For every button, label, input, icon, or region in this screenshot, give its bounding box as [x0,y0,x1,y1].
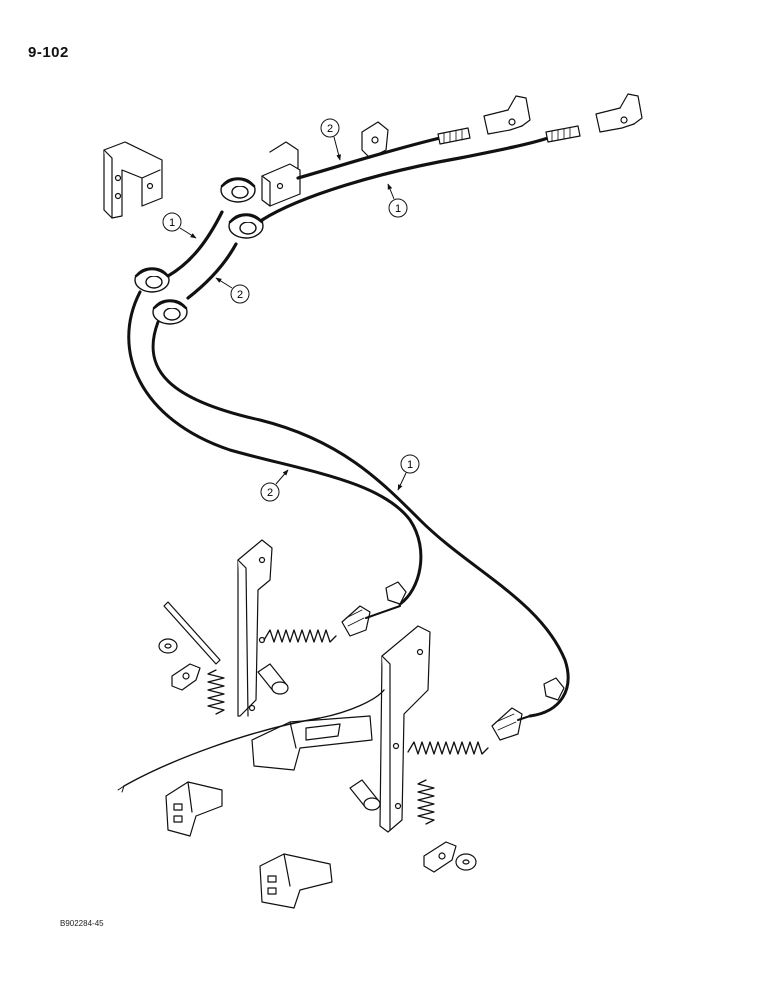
callout-6: 2 [260,469,289,502]
grommet-lower-a [134,267,170,293]
cable-2-clip [385,581,407,605]
spring-lower [407,741,489,755]
cable-1-mid [186,242,238,300]
lower-left-bracket [165,781,223,837]
spring-vertical-left [207,669,225,715]
cable-2-threaded-end [437,127,471,145]
grommet-lower-b [152,299,188,325]
upper-clamp-bracket [261,141,301,207]
cable-2-mid [166,210,224,278]
wire-end [117,785,125,793]
callout-3: 2 [320,118,341,161]
cable-2-clevis [483,95,531,135]
svg-text:2: 2 [267,487,273,499]
cable-1-clip [543,677,565,701]
bushing-a [257,663,289,695]
callout-5: 1 [397,454,420,491]
svg-text:1: 1 [395,203,401,215]
grommet-upper-a [220,177,256,203]
washer-right [455,853,477,871]
lower-center-bracket [259,853,333,909]
callout-2: 2 [215,277,250,304]
cable-1-clevis [595,93,643,133]
callout-1: 1 [162,212,197,239]
right-frame-rail [379,625,431,833]
spring-upper [263,629,337,643]
cable-1-threaded-end [545,125,581,143]
svg-text:2: 2 [327,123,333,135]
long-wire-rod [123,689,385,787]
small-cable-clip [361,121,389,159]
pivot-pin [163,601,221,665]
washer-left [158,638,178,654]
svg-text:1: 1 [169,217,175,229]
page-number: 9-102 [28,44,69,61]
callout-4: 1 [387,183,408,218]
cable-2-upper [296,136,442,180]
svg-text:2: 2 [237,289,243,301]
cable-1-lower [151,320,570,718]
upper-mounting-bracket [103,141,163,219]
svg-text:1: 1 [407,459,413,471]
cable-2-end-fitting [341,605,401,637]
figure-code: B902284-45 [60,919,104,928]
lever-left [171,663,201,691]
spring-vertical-right [417,779,435,825]
left-frame-rail [237,539,273,717]
grommet-upper-b [228,213,264,239]
lever-right [423,841,457,873]
cable-2-lower [127,290,423,606]
cross-plate [251,715,373,771]
bushing-b [349,779,381,811]
cable-1-end-fitting [491,707,531,741]
cable-1-upper [260,136,550,222]
